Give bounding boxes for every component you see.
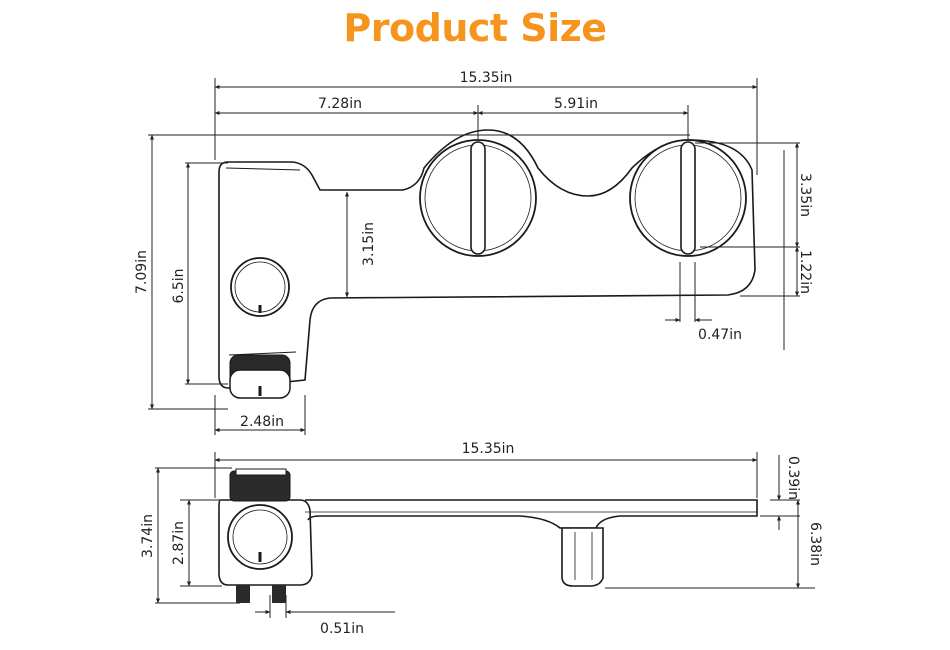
pressure-knob-icon — [230, 257, 290, 317]
page-title: Product Size — [343, 6, 607, 50]
dim-top-arm-height: 3.15in — [361, 222, 377, 266]
dim-top-knob-height: 3.35in — [797, 173, 813, 217]
side-view-outline — [218, 499, 758, 586]
water-valve-icon — [419, 139, 537, 257]
dim-top-tip-width: 0.47in — [698, 327, 742, 343]
dim-side-body-height: 3.74in — [140, 514, 156, 558]
hose-connector-icon — [236, 585, 286, 603]
water-valve-icon — [227, 504, 293, 570]
dim-top-body-width: 2.48in — [240, 414, 284, 430]
dim-top-knob1-offset: 7.28in — [318, 96, 362, 112]
water-valve-icon — [629, 139, 747, 257]
dim-side-connector-width: 0.51in — [320, 621, 364, 637]
dim-side-knob-height: 2.87in — [171, 521, 187, 565]
dim-top-nozzle-offset: 1.22in — [797, 250, 813, 294]
dim-top-overall-height: 7.09in — [134, 250, 150, 294]
dim-side-total-depth: 6.38in — [807, 522, 823, 566]
dim-side-overall-length: 15.35in — [462, 441, 515, 457]
dim-top-body-height: 6.5in — [171, 268, 187, 303]
dim-top-knob-spacing: 5.91in — [554, 96, 598, 112]
hose-connector-icon — [229, 354, 291, 399]
pressure-knob-icon — [229, 468, 291, 502]
dim-top-overall-length: 15.35in — [460, 70, 513, 86]
dim-side-plate-thickness: 0.39in — [785, 456, 801, 500]
nozzle-icon — [561, 527, 604, 587]
